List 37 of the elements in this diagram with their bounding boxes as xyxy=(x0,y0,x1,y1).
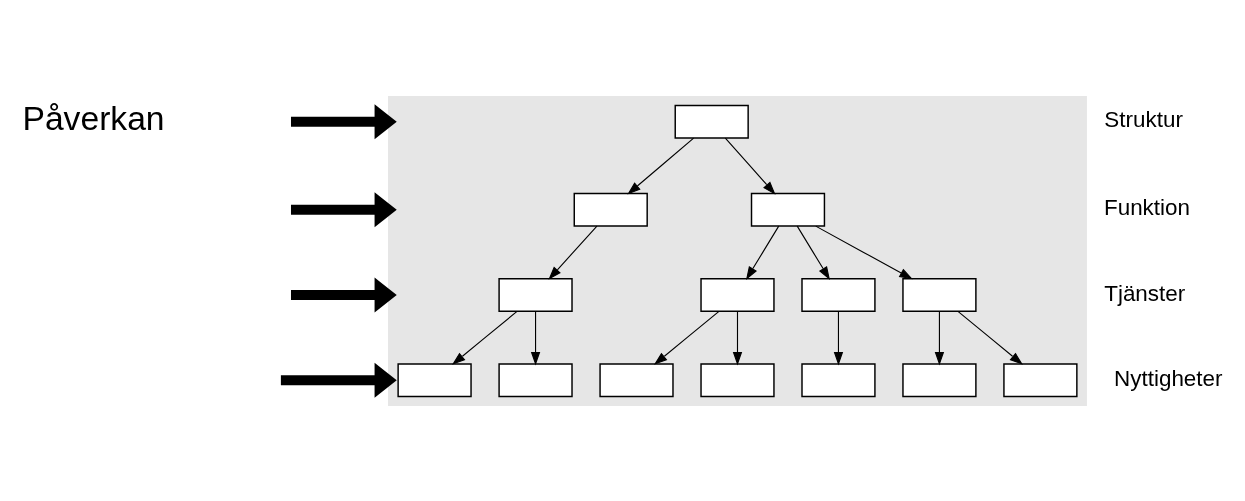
node-box xyxy=(498,277,573,312)
arrow xyxy=(280,362,397,398)
arrow xyxy=(745,225,780,280)
node-box xyxy=(573,192,648,227)
arrow xyxy=(815,225,913,279)
node-box xyxy=(599,362,674,397)
node-box xyxy=(801,277,876,312)
node-box xyxy=(700,277,775,312)
node-box xyxy=(397,362,472,397)
label: Nyttigheter xyxy=(1114,365,1223,391)
node-box xyxy=(902,362,977,397)
label: Funktion xyxy=(1103,194,1190,220)
arrow xyxy=(291,191,397,227)
arrow xyxy=(548,225,598,280)
arrow xyxy=(796,225,830,280)
label: Struktur xyxy=(1104,106,1183,132)
node-box xyxy=(801,362,876,397)
label: Påverkan xyxy=(22,99,165,137)
arrow xyxy=(530,310,541,365)
arrow xyxy=(291,103,397,139)
node-box xyxy=(1003,362,1078,397)
arrow xyxy=(452,310,518,365)
arrow xyxy=(833,310,844,365)
node-box xyxy=(902,277,977,312)
arrow xyxy=(627,137,695,195)
arrow xyxy=(724,137,776,195)
arrow xyxy=(653,310,720,365)
cluster xyxy=(388,95,1087,406)
label: Tjänster xyxy=(1104,280,1186,306)
arrow xyxy=(732,310,743,365)
arrow xyxy=(957,310,1023,365)
node-box xyxy=(750,192,826,227)
node-box xyxy=(700,362,775,397)
arrow xyxy=(291,277,397,312)
arrow xyxy=(934,310,945,365)
node-box xyxy=(674,104,749,139)
node-box xyxy=(498,362,573,397)
